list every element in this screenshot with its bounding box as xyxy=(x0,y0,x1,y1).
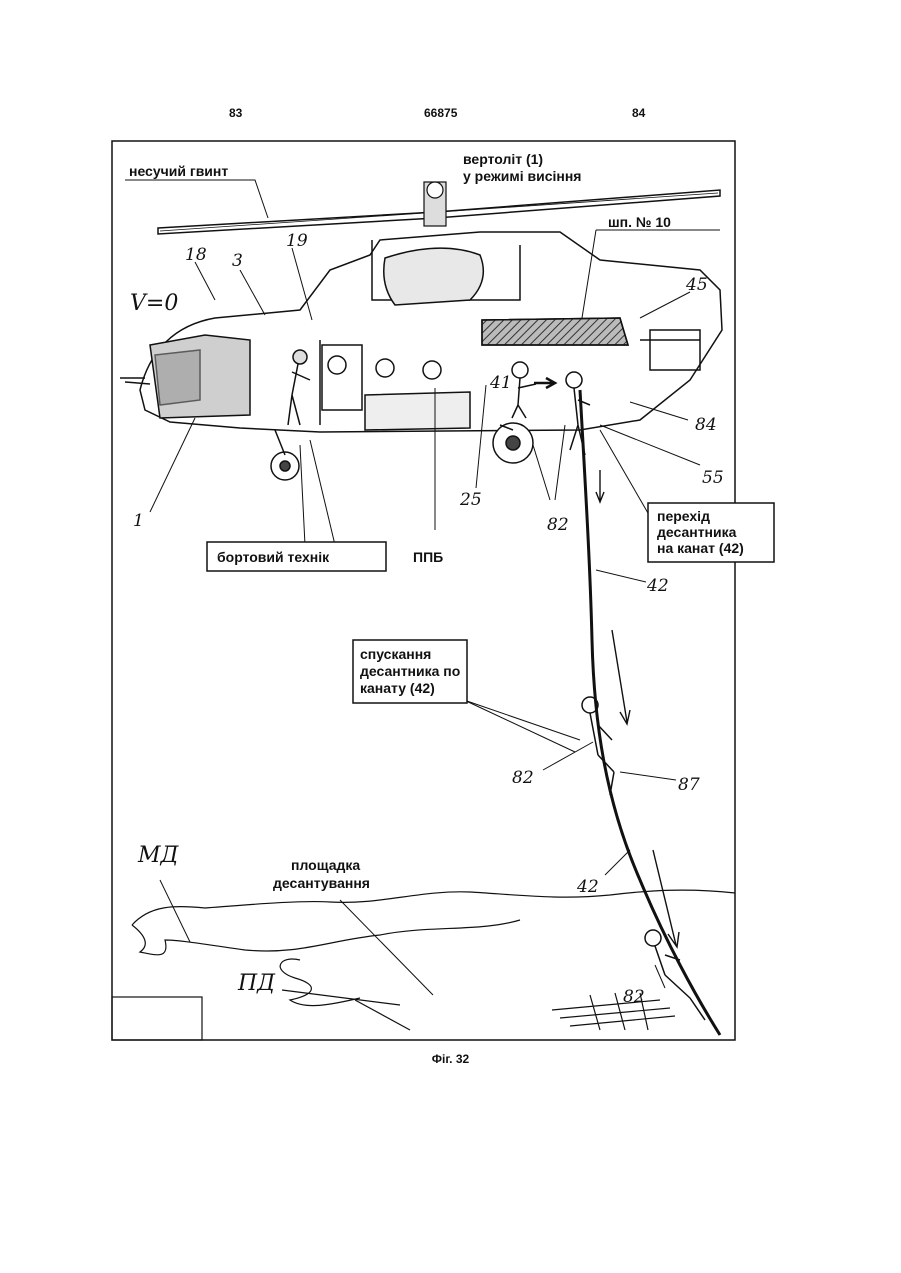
ref-1: 1 xyxy=(133,511,144,531)
landing-area-label-line1: площадка xyxy=(291,857,360,873)
ref-87: 87 xyxy=(678,775,700,795)
ref-42-lower: 42 xyxy=(576,877,599,897)
frame-number-label: шп. № 10 xyxy=(608,214,671,230)
helicopter-label-line1: вертоліт (1) xyxy=(463,151,543,167)
transition-label-line2: десантника xyxy=(657,524,737,540)
descent-arrows xyxy=(534,378,679,947)
transition-label-line1: перехід xyxy=(657,508,710,524)
ref-18: 18 xyxy=(185,245,207,265)
landing-area-label-line2: десантування xyxy=(273,875,370,891)
ref-82-bottom: 82 xyxy=(623,987,645,1007)
ref-82-top: 82 xyxy=(547,515,569,535)
landing-ground xyxy=(132,890,735,1030)
ref-82-middle: 82 xyxy=(512,768,534,788)
ref-45: 45 xyxy=(685,275,708,295)
ref-25: 25 xyxy=(459,490,482,510)
ref-3: 3 xyxy=(232,251,243,271)
corner-box xyxy=(112,997,202,1040)
ref-84: 84 xyxy=(695,415,717,435)
ref-42-upper: 42 xyxy=(646,576,669,596)
ref-19: 19 xyxy=(286,231,308,251)
ref-55: 55 xyxy=(702,468,724,488)
rope-42 xyxy=(580,390,720,1035)
ppb-label: ППБ xyxy=(413,549,443,565)
md-label: МД xyxy=(137,843,180,868)
rotor-label: несучий гвинт xyxy=(129,163,228,179)
transition-label-line3: на канат (42) xyxy=(657,540,744,556)
flight-engineer-label: бортовий технік xyxy=(217,549,330,565)
pd-label: ПД xyxy=(237,971,276,996)
helicopter-label-line2: у режимі висіння xyxy=(463,168,581,184)
figure-caption: Фіг. 32 xyxy=(0,1052,901,1066)
velocity-label: V=0 xyxy=(130,291,178,316)
ref-41: 41 xyxy=(489,373,512,393)
descent-label-line2: десантника по xyxy=(360,663,460,679)
descent-label-line3: канату (42) xyxy=(360,680,435,696)
helicopter-body xyxy=(120,232,722,432)
descent-label-line1: спускання xyxy=(360,646,431,662)
